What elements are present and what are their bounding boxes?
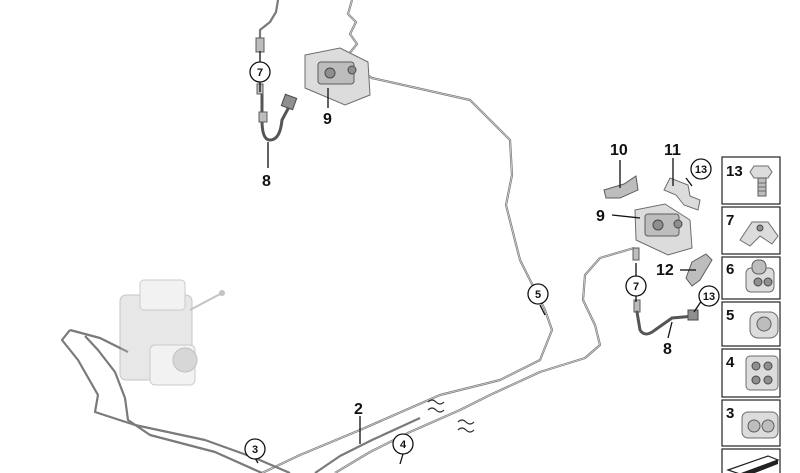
brake-pipe-2 xyxy=(314,417,421,473)
legend-item-6: 6 xyxy=(721,256,781,300)
twin-clip-icon xyxy=(741,411,779,439)
legend-item-5: 5 xyxy=(721,301,781,347)
brake-pipe-booster-link xyxy=(69,328,129,353)
svg-text:3: 3 xyxy=(252,444,258,456)
brake-pipe-upper-left xyxy=(258,0,280,38)
brake-pipe-3 xyxy=(60,329,291,473)
svg-text:7: 7 xyxy=(726,212,734,229)
callout-10: 10 xyxy=(610,142,628,159)
svg-text:4: 4 xyxy=(726,354,735,371)
svg-text:3: 3 xyxy=(726,405,734,422)
single-clip-icon xyxy=(749,311,779,339)
svg-text:6: 6 xyxy=(726,261,734,278)
legend-item-7: 7 xyxy=(721,206,781,255)
bracket-clip-icon xyxy=(739,221,779,247)
circled-callout-5: 5 xyxy=(527,283,549,305)
svg-text:5: 5 xyxy=(726,307,734,324)
callout-9-right: 9 xyxy=(596,208,605,225)
brake-booster-ghost xyxy=(119,279,225,386)
circled-callout-3: 3 xyxy=(244,438,266,460)
quad-clip-icon xyxy=(745,355,779,391)
plain-callouts: 2 8 8 9 9 10 11 12 xyxy=(262,111,681,418)
svg-text:7: 7 xyxy=(257,67,263,79)
bracket-11 xyxy=(663,177,701,211)
svg-text:13: 13 xyxy=(695,164,707,176)
circled-callout-4: 4 xyxy=(392,433,414,455)
bracket-10 xyxy=(603,175,639,199)
circled-callout-13-lower: 13 xyxy=(698,285,720,307)
right-brake-hose-assembly xyxy=(632,247,699,336)
circled-callouts: 3 4 5 7 7 13 13 xyxy=(244,61,720,460)
circled-callout-7-left: 7 xyxy=(249,61,271,83)
circled-callout-7-right: 7 xyxy=(625,275,647,297)
svg-text:5: 5 xyxy=(535,289,541,301)
bolt-icon xyxy=(749,165,773,197)
left-brake-hose-assembly xyxy=(255,37,298,142)
legend-item-4: 4 xyxy=(721,348,781,398)
brake-pipes xyxy=(60,0,635,473)
bracket-12 xyxy=(685,253,713,287)
circled-callout-13-upper: 13 xyxy=(690,158,712,180)
callout-8-right: 8 xyxy=(663,341,672,358)
right-caliper-bracket xyxy=(634,203,693,256)
callout-9-left: 9 xyxy=(323,111,332,128)
svg-text:13: 13 xyxy=(703,291,715,303)
leader-lines xyxy=(254,51,703,465)
left-caliper-bracket xyxy=(304,47,371,106)
legend-item-13: 13 xyxy=(721,156,781,205)
parts-legend: 13 7 6 xyxy=(721,156,781,473)
brake-pipe-3b xyxy=(84,335,263,473)
svg-text:4: 4 xyxy=(400,439,407,451)
callout-11: 11 xyxy=(664,142,681,159)
svg-text:13: 13 xyxy=(726,163,743,180)
callout-8-left: 8 xyxy=(262,173,271,190)
legend-item-3: 3 xyxy=(721,399,781,447)
pipe-break-marks xyxy=(427,399,475,433)
svg-text:7: 7 xyxy=(633,281,639,293)
callout-12: 12 xyxy=(656,262,674,279)
double-clip-icon xyxy=(745,259,775,293)
brake-pipe-4 xyxy=(334,246,635,473)
legend-item-shim xyxy=(721,448,781,473)
callout-2: 2 xyxy=(354,401,363,418)
